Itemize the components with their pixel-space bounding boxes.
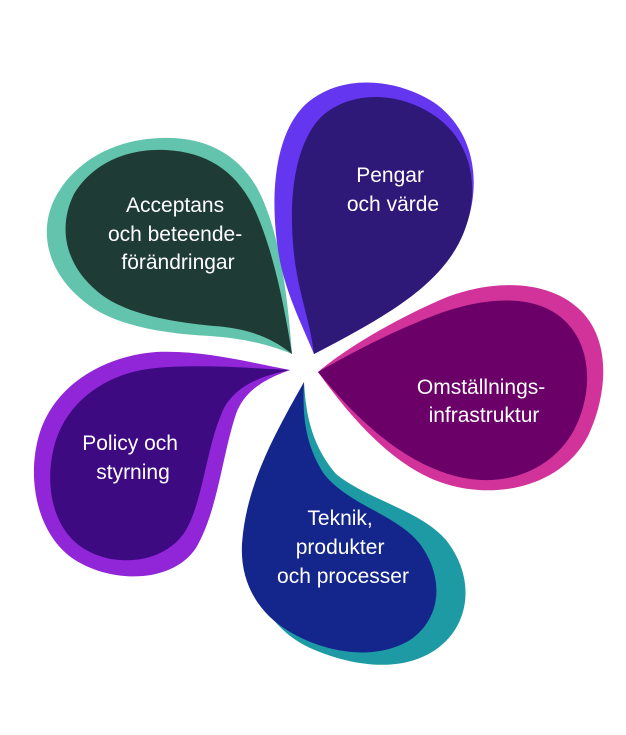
petal-acceptans-line-3: förändringar — [121, 251, 234, 274]
petal-omstallning-label: Omställnings- infrastruktur — [417, 376, 551, 427]
petal-policy-body — [50, 366, 290, 561]
petal-policy-line-2: styrning — [96, 461, 170, 484]
petal-acceptans-line-1: Acceptans — [126, 194, 224, 217]
petal-teknik-line-1: Teknik, — [307, 507, 372, 530]
petal-omstallning-line-1: Omställnings- — [417, 376, 545, 399]
petal-pengar-body — [291, 97, 473, 354]
petal-pengar: Pengar och värde — [274, 82, 474, 354]
petal-acceptans-line-2: och beteende- — [108, 223, 242, 246]
petal-policy-label: Policy och styrning — [82, 432, 184, 484]
petal-omstallning: Omställnings- infrastruktur — [318, 285, 604, 491]
petal-pengar-line-1: Pengar — [356, 164, 424, 187]
petal-teknik-line-3: och processer — [277, 565, 409, 588]
petal-acceptans-label: Acceptans och beteende- förändringar — [108, 194, 248, 274]
petal-policy: Policy och styrning — [33, 351, 291, 577]
petal-pengar-label: Pengar och värde — [347, 164, 439, 216]
petal-teknik: Teknik, produkter och processer — [241, 382, 466, 665]
petal-policy-line-1: Policy och — [82, 432, 178, 455]
petal-teknik-line-2: produkter — [296, 536, 385, 559]
petal-omstallning-line-2: infrastruktur — [429, 404, 540, 427]
petal-omstallning-body — [318, 300, 588, 481]
petal-acceptans: Acceptans och beteende- förändringar — [46, 137, 292, 354]
petal-pengar-line-2: och värde — [347, 193, 439, 216]
petal-teknik-label: Teknik, produkter och processer — [277, 507, 409, 588]
petal-teknik-body — [241, 382, 437, 653]
petal-acceptans-body — [65, 149, 292, 354]
